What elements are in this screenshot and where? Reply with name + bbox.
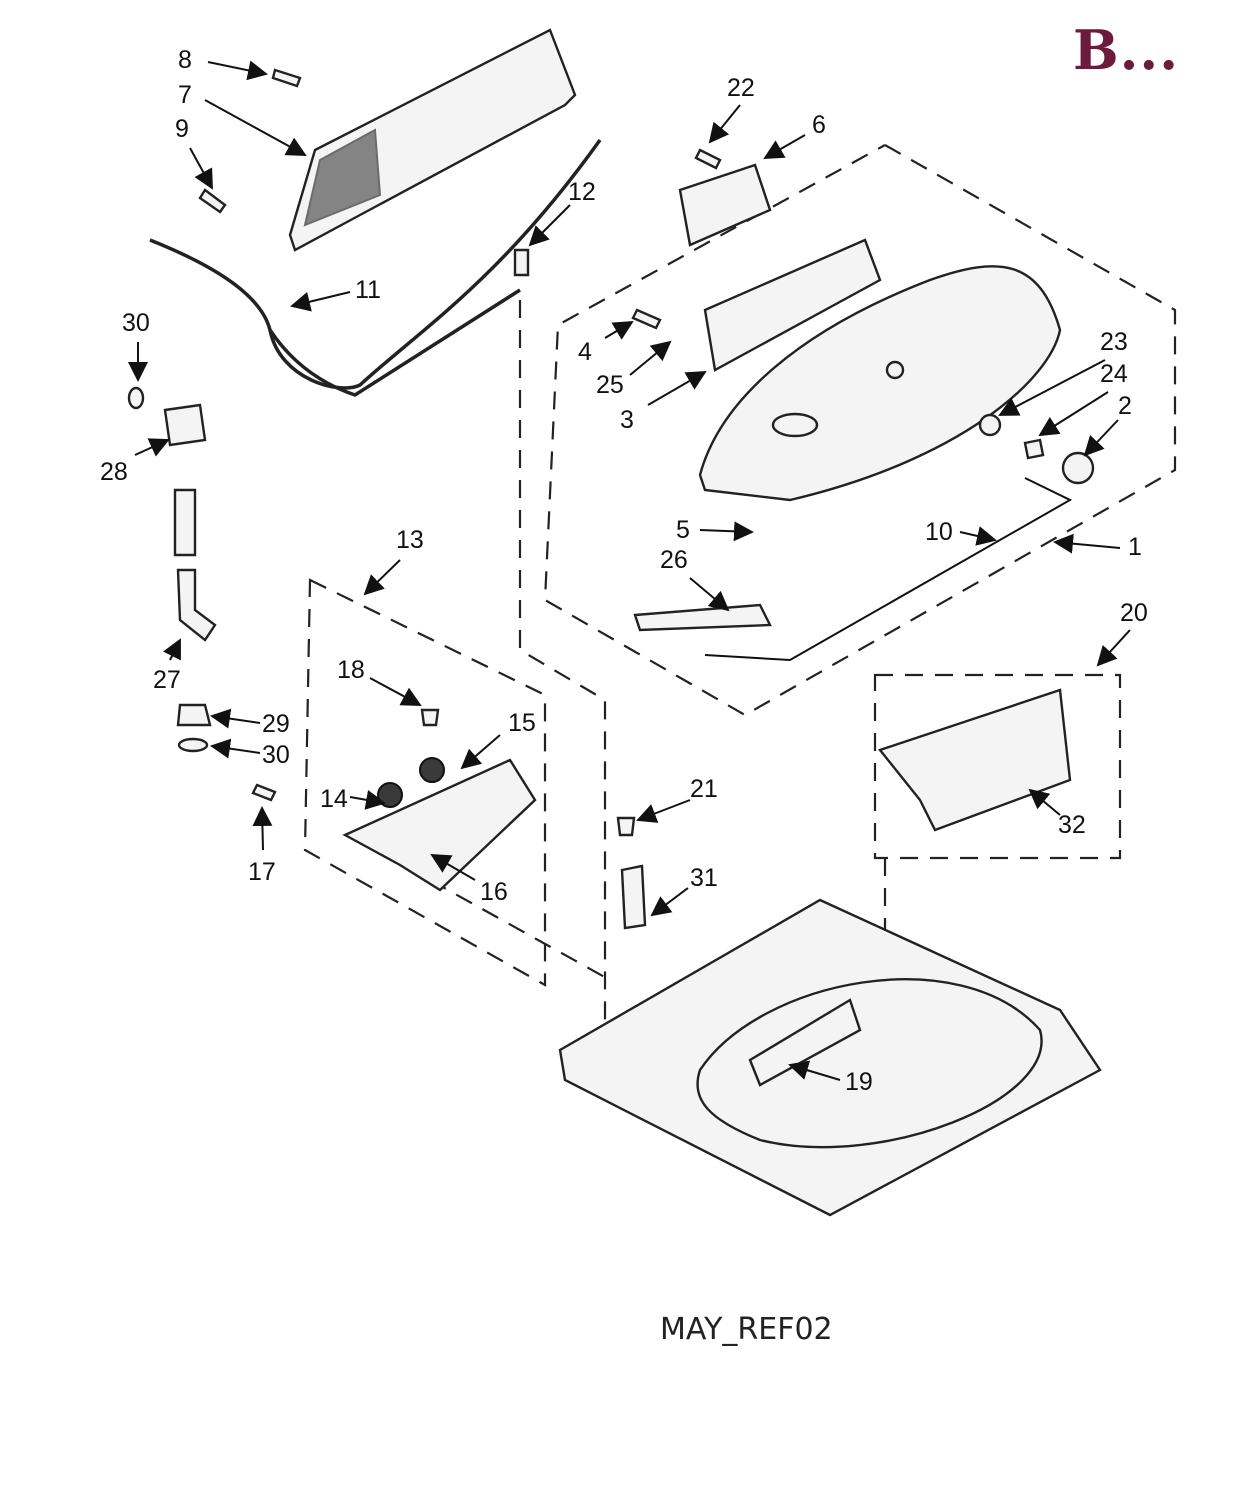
callout-5: 5: [676, 516, 690, 544]
callout-25: 25: [596, 371, 624, 399]
callout-15: 15: [508, 709, 536, 737]
dispenser-boundary: [873, 673, 1122, 860]
lid-switch: [620, 864, 647, 930]
callout-17: 17: [248, 858, 276, 886]
callout-24: 24: [1100, 360, 1128, 388]
callout-31: 31: [690, 864, 718, 892]
dispenser-drawer: [877, 688, 1072, 832]
control-board-main: [703, 238, 882, 372]
callout-22: 22: [727, 74, 755, 102]
callout-18: 18: [337, 656, 365, 684]
ground-wire-path: [518, 300, 607, 1030]
cabinet-tub-opening: [696, 978, 1043, 1149]
callout-16: 16: [480, 878, 508, 906]
screw-17: [251, 783, 277, 802]
valve-assembly-boundary: [303, 578, 547, 987]
callout-7: 7: [178, 81, 192, 109]
hose-washer: [177, 737, 209, 753]
callout-11: 11: [355, 276, 381, 304]
callout-26: 26: [660, 546, 688, 574]
callout-12: 12: [568, 178, 596, 206]
inlet-hose-elbow: [176, 568, 217, 642]
console-logo-badge: [771, 412, 819, 438]
callout-8: 8: [178, 46, 192, 74]
callout-23: 23: [1100, 328, 1128, 356]
knob-shaft: [1023, 438, 1045, 460]
knob-ring: [978, 413, 1002, 437]
console-knob-hole: [885, 360, 905, 380]
rear-console-panel: [288, 28, 577, 252]
valve-guide-path: [429, 879, 611, 981]
callout-30-bottom: 30: [262, 741, 290, 769]
callout-14: 14: [320, 785, 348, 813]
callout-6: 6: [812, 111, 826, 139]
callout-19: 19: [845, 1068, 873, 1096]
inlet-fitting: [163, 403, 207, 447]
callout-20: 20: [1120, 599, 1148, 627]
callout-30-top: 30: [122, 309, 150, 337]
callout-4: 4: [578, 338, 592, 366]
console-housing: [698, 265, 1062, 502]
hose-nut: [176, 703, 212, 727]
callout-21: 21: [690, 775, 718, 803]
callout-29: 29: [262, 710, 290, 738]
callout-13: 13: [396, 526, 424, 554]
screw-18: [420, 708, 440, 727]
water-valve-bracket: [342, 758, 537, 892]
screw-8: [271, 68, 302, 88]
screw-9: [198, 188, 227, 214]
inlet-hose: [173, 488, 197, 557]
screw-21: [616, 816, 636, 837]
control-knob: [1061, 451, 1095, 485]
screw-12: [513, 248, 530, 277]
callout-28: 28: [100, 458, 128, 486]
callout-1: 1: [1128, 533, 1142, 561]
callout-27: 27: [153, 666, 181, 694]
brand-logo-text: B...: [1072, 18, 1179, 82]
callout-3: 3: [620, 406, 634, 434]
wire-harness-branch: [268, 288, 521, 397]
rear-panel-vent-grid: [303, 128, 382, 227]
diagram-reference-code: MAY_REF02: [660, 1312, 833, 1347]
callout-10: 10: [925, 518, 953, 546]
water-valve-solenoid-b: [419, 757, 445, 783]
callout-2: 2: [1118, 392, 1132, 420]
callout-9: 9: [175, 115, 189, 143]
harness-connector: [633, 603, 772, 632]
base-bracket: [748, 998, 862, 1087]
screw-4: [631, 308, 662, 330]
lid-gasket: [704, 477, 1073, 662]
screw-22: [694, 148, 722, 170]
washer-upper: [127, 386, 145, 410]
console-assembly-boundary: [543, 144, 1177, 717]
control-board-small: [678, 163, 772, 247]
callout-32: 32: [1058, 811, 1086, 839]
